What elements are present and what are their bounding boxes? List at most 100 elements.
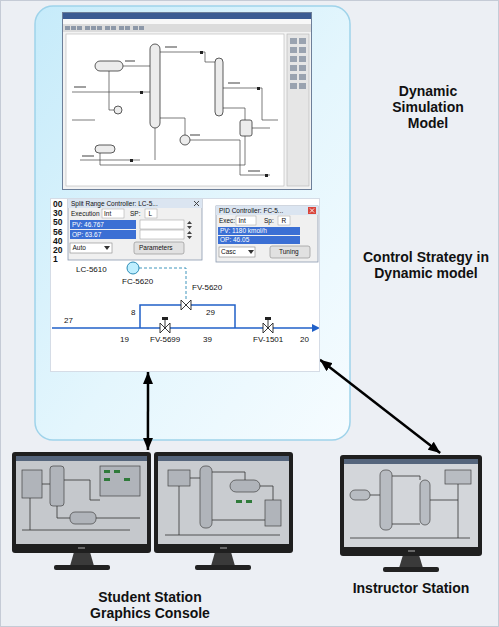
instructor-monitor xyxy=(420,480,430,525)
node-heading: Dynamic Simulation Model xyxy=(373,83,483,131)
simulation-screenshot xyxy=(160,52,215,62)
model-panel xyxy=(35,6,350,440)
student-monitor xyxy=(200,466,212,528)
dropdown-value: Casc xyxy=(221,249,236,256)
stream-number: 39 xyxy=(203,336,212,344)
instructor-monitor xyxy=(344,459,478,547)
simulation-screenshot xyxy=(290,38,297,44)
field-value: Int xyxy=(104,211,111,218)
simulation-screenshot xyxy=(100,108,245,165)
simulation-screenshot xyxy=(62,12,312,190)
simulation-screenshot xyxy=(299,38,306,44)
simulation-screenshot xyxy=(74,86,86,88)
student-monitor xyxy=(165,472,280,535)
split-range-dialog xyxy=(68,199,202,260)
simulation-screenshot xyxy=(165,46,177,48)
simulation-screenshot xyxy=(74,46,260,172)
node-heading: Student Station Graphics Console xyxy=(70,589,230,621)
stream-number: 29 xyxy=(206,309,215,317)
pid-dialog xyxy=(216,206,318,262)
student-monitor xyxy=(158,456,289,544)
split-range-dialog xyxy=(145,209,157,218)
instructor-monitor xyxy=(350,476,470,538)
student-monitor xyxy=(16,456,147,461)
double-arrow xyxy=(320,360,440,453)
student-monitor xyxy=(12,452,151,553)
readout: OP: 63.67 xyxy=(72,232,101,239)
pid-dialog xyxy=(236,216,256,225)
simulation-screenshot xyxy=(119,26,124,30)
stream-number: 27 xyxy=(64,317,73,325)
button-label: Parameters xyxy=(139,245,173,252)
process-flowsheet xyxy=(52,327,313,329)
student-monitor xyxy=(54,565,110,570)
simulation-screenshot xyxy=(125,60,135,62)
student-monitor xyxy=(42,484,50,485)
instructor-station: Instructor Station xyxy=(338,453,484,572)
simulation-screenshot xyxy=(265,174,268,177)
process-flowsheet xyxy=(165,320,268,328)
student-monitor xyxy=(22,480,140,530)
split-range-dialog xyxy=(70,220,136,229)
simulation-screenshot xyxy=(139,26,144,30)
split-range-dialog xyxy=(140,220,184,229)
simulation-screenshot xyxy=(71,26,76,30)
instrument-tag: LC-5610 xyxy=(76,266,107,274)
instructor-monitor xyxy=(380,470,392,530)
simulation-screenshot xyxy=(257,87,260,90)
node-heading: Control Strategy in Dynamic model xyxy=(357,249,495,281)
student-monitor xyxy=(236,500,252,503)
split-range-dialog xyxy=(68,199,202,208)
instructor-monitor xyxy=(344,459,478,464)
simulation-screenshot xyxy=(125,26,130,30)
instructor-monitor xyxy=(383,567,439,572)
simulation-screenshot: Dynamic Simulation Model xyxy=(62,12,312,190)
simulation-screenshot xyxy=(130,159,133,162)
simulation-screenshot xyxy=(290,56,297,62)
simulation-screenshot xyxy=(287,34,309,186)
valve-tag: FV-5699 xyxy=(150,336,180,344)
student-monitor xyxy=(260,486,273,500)
simulation-screenshot xyxy=(140,91,143,94)
split-range-dialog xyxy=(187,231,192,239)
simulation-screenshot xyxy=(252,128,270,129)
simulation-screenshot xyxy=(72,92,150,93)
simulation-screenshot xyxy=(77,26,82,30)
student-monitor xyxy=(236,500,242,503)
simulation-screenshot xyxy=(180,135,190,145)
scale-number: 50 xyxy=(53,218,62,227)
simulation-screenshot xyxy=(72,120,95,121)
simulation-screenshot xyxy=(82,155,94,157)
dropdown-value: Auto xyxy=(73,245,86,252)
simulation-screenshot xyxy=(299,83,306,89)
simulation-screenshot xyxy=(290,65,297,71)
student-monitor xyxy=(220,547,227,549)
simulation-screenshot xyxy=(150,44,160,128)
simulation-screenshot xyxy=(240,120,252,136)
simulation-screenshot xyxy=(248,170,260,172)
simulation-screenshot xyxy=(190,140,270,175)
simulation-screenshot xyxy=(95,61,123,71)
field-value: R xyxy=(282,218,287,225)
split-range-dialog xyxy=(140,230,184,239)
student-monitor xyxy=(70,512,96,524)
student-monitor xyxy=(96,518,140,519)
student-monitor xyxy=(165,535,280,536)
student-monitor xyxy=(212,520,265,521)
student-monitor xyxy=(57,506,70,518)
pid-dialog xyxy=(270,246,310,258)
student-monitor xyxy=(70,552,94,566)
student-monitor xyxy=(158,456,289,461)
pid-dialog xyxy=(216,206,318,215)
student-monitor xyxy=(124,478,130,481)
button-label: Tuning xyxy=(279,249,299,256)
split-range-dialog xyxy=(70,230,136,239)
student-monitor xyxy=(50,466,64,506)
student-monitor xyxy=(168,470,190,486)
simulation-screenshot xyxy=(299,47,306,53)
valve-tag: FV-1501 xyxy=(253,336,283,344)
pid-dialog xyxy=(218,236,300,244)
instructor-monitor xyxy=(350,490,370,500)
field-value: Int xyxy=(239,218,246,225)
